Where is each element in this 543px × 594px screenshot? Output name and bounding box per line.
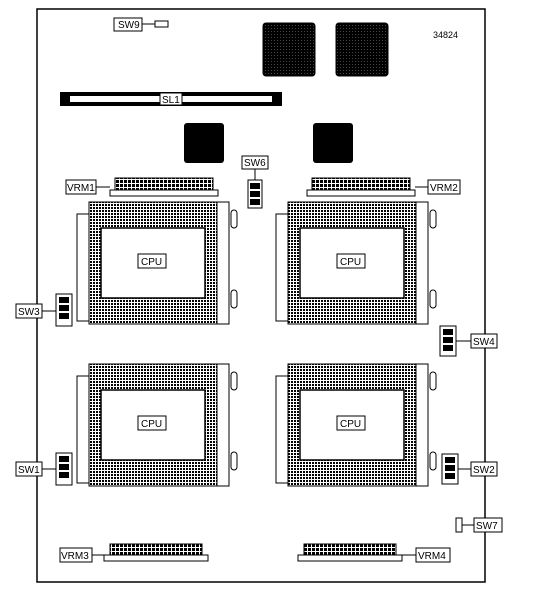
chip-large-right [335, 22, 389, 77]
switch-sw6-label: SW6 [244, 158, 266, 169]
switch-sw2-label: SW2 [473, 465, 495, 476]
switch-sw3: SW3 [15, 293, 73, 327]
slot-sl1: SL1 [60, 92, 282, 106]
vrm1-connector: VRM1 [65, 177, 219, 197]
switch-sw7: SW7 [455, 517, 503, 533]
switch-sw3-label: SW3 [18, 307, 40, 318]
slot-sl1-label: SL1 [162, 95, 180, 106]
switch-sw4: SW4 [439, 325, 498, 357]
cpu-label: CPU [340, 419, 361, 430]
switch-sw1: SW1 [15, 452, 73, 486]
switch-sw9-label: SW9 [118, 20, 140, 31]
cpu-socket-top-right: CPU [275, 201, 437, 325]
switch-sw7-label: SW7 [476, 521, 498, 532]
cpu-socket-top-left: CPU [76, 201, 238, 325]
vrm4-label: VRM4 [418, 551, 446, 562]
cpu-label: CPU [141, 419, 162, 430]
vrm1-label: VRM1 [67, 183, 95, 194]
vrm2-label: VRM2 [430, 183, 458, 194]
vrm3-connector: VRM3 [59, 543, 209, 563]
cpu-socket-bottom-right: CPU [275, 363, 437, 487]
chip-medium-right [313, 123, 353, 163]
switch-sw6: SW6 [241, 155, 269, 209]
switch-sw4-label: SW4 [473, 337, 495, 348]
cpu-socket-bottom-left: CPU [76, 363, 238, 487]
switch-sw9: SW9 [113, 17, 169, 32]
vrm3-label: VRM3 [61, 551, 89, 562]
vrm2-connector: VRM2 [306, 177, 461, 197]
switch-sw2: SW2 [441, 453, 498, 485]
switch-sw1-label: SW1 [18, 465, 40, 476]
vrm4-connector: VRM4 [297, 543, 451, 563]
figure-number: 34824 [433, 30, 458, 40]
cpu-label: CPU [141, 257, 162, 268]
chip-large-left [262, 22, 316, 77]
chip-medium-left [184, 123, 224, 163]
cpu-label: CPU [340, 257, 361, 268]
